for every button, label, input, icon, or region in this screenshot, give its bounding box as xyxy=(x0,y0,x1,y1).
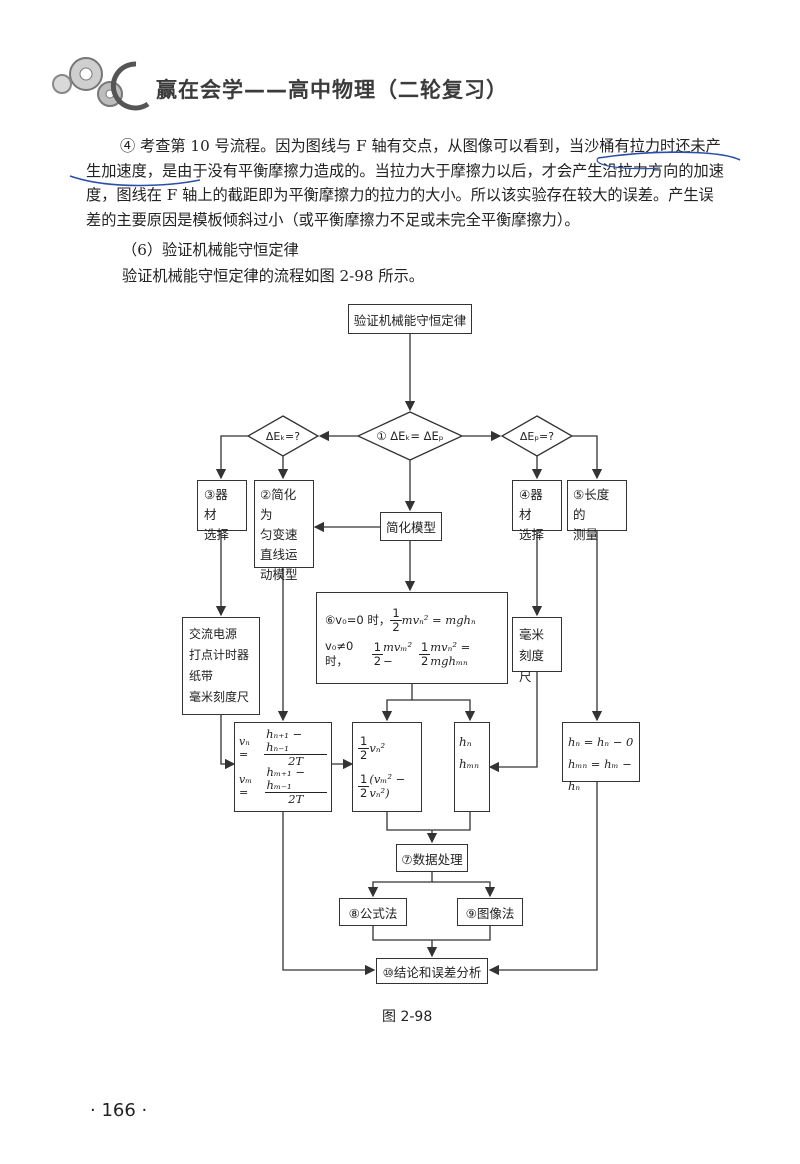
box-simplify-model: ②简化为 匀变速 直线运 动模型 xyxy=(254,480,314,582)
diamond-right-label: ΔEₚ=? xyxy=(519,429,555,443)
equation-text: mvₙ² = mghₘₙ xyxy=(430,640,471,668)
box-heights: hₙ hₘₙ xyxy=(454,722,490,812)
box-equipment-select-left: ③器材 选择 xyxy=(197,480,247,542)
equation-text: mvₙ² = mghₙ xyxy=(401,613,476,627)
box-height-formulas: hₙ = hₙ − 0 hₘₙ = hₘ − hₙ xyxy=(562,722,640,793)
box-formula-method: ⑧公式法 xyxy=(339,898,407,926)
page-header: 赢在会学——高中物理（二轮复习） xyxy=(48,44,507,114)
diamond-center-label: ① ΔEₖ= ΔEₚ xyxy=(376,429,444,443)
box-equipment-select-right: ④器材 选择 xyxy=(512,480,562,542)
box-data-processing: ⑦数据处理 xyxy=(396,844,468,872)
flow-start-box: 验证机械能守恒定律 xyxy=(348,304,472,334)
box-equipment-list: 交流电源 打点计时器 纸带 毫米刻度尺 xyxy=(182,617,260,715)
condition-label: ⑥v₀=0 时， xyxy=(325,613,391,627)
gear-logo-icon xyxy=(52,57,150,111)
handwritten-annotation xyxy=(69,151,741,187)
box-length-measure: ⑤长度的 测量 xyxy=(567,480,627,542)
page-number: · 166 · xyxy=(90,1100,148,1121)
box-ruler: 毫米 刻度尺 xyxy=(512,617,562,684)
intro-text: 验证机械能守恒定律的流程如图 2-98 所示。 xyxy=(122,267,424,285)
condition-label: v₀≠0 时， xyxy=(325,639,354,668)
box-conclusion: ⑩结论和误差分析 xyxy=(376,958,488,984)
section-heading: （6）验证机械能守恒定律 xyxy=(122,241,299,259)
diamond-left-label: ΔEₖ=? xyxy=(265,429,301,443)
header-title: 赢在会学——高中物理（二轮复习） xyxy=(156,78,508,102)
paragraph-4: ④ 考查第 10 号流程。因为图线与 F 轴有交点，从图像可以看到，当沙桶有拉力… xyxy=(86,137,724,229)
figure-caption: 图 2-98 xyxy=(382,1009,433,1025)
flowchart-connectors xyxy=(215,334,603,976)
equation-text: mvₘ² − xyxy=(383,640,413,668)
box-simplified-model: 简化模型 xyxy=(380,512,442,541)
box-graph-method: ⑨图像法 xyxy=(457,898,523,926)
